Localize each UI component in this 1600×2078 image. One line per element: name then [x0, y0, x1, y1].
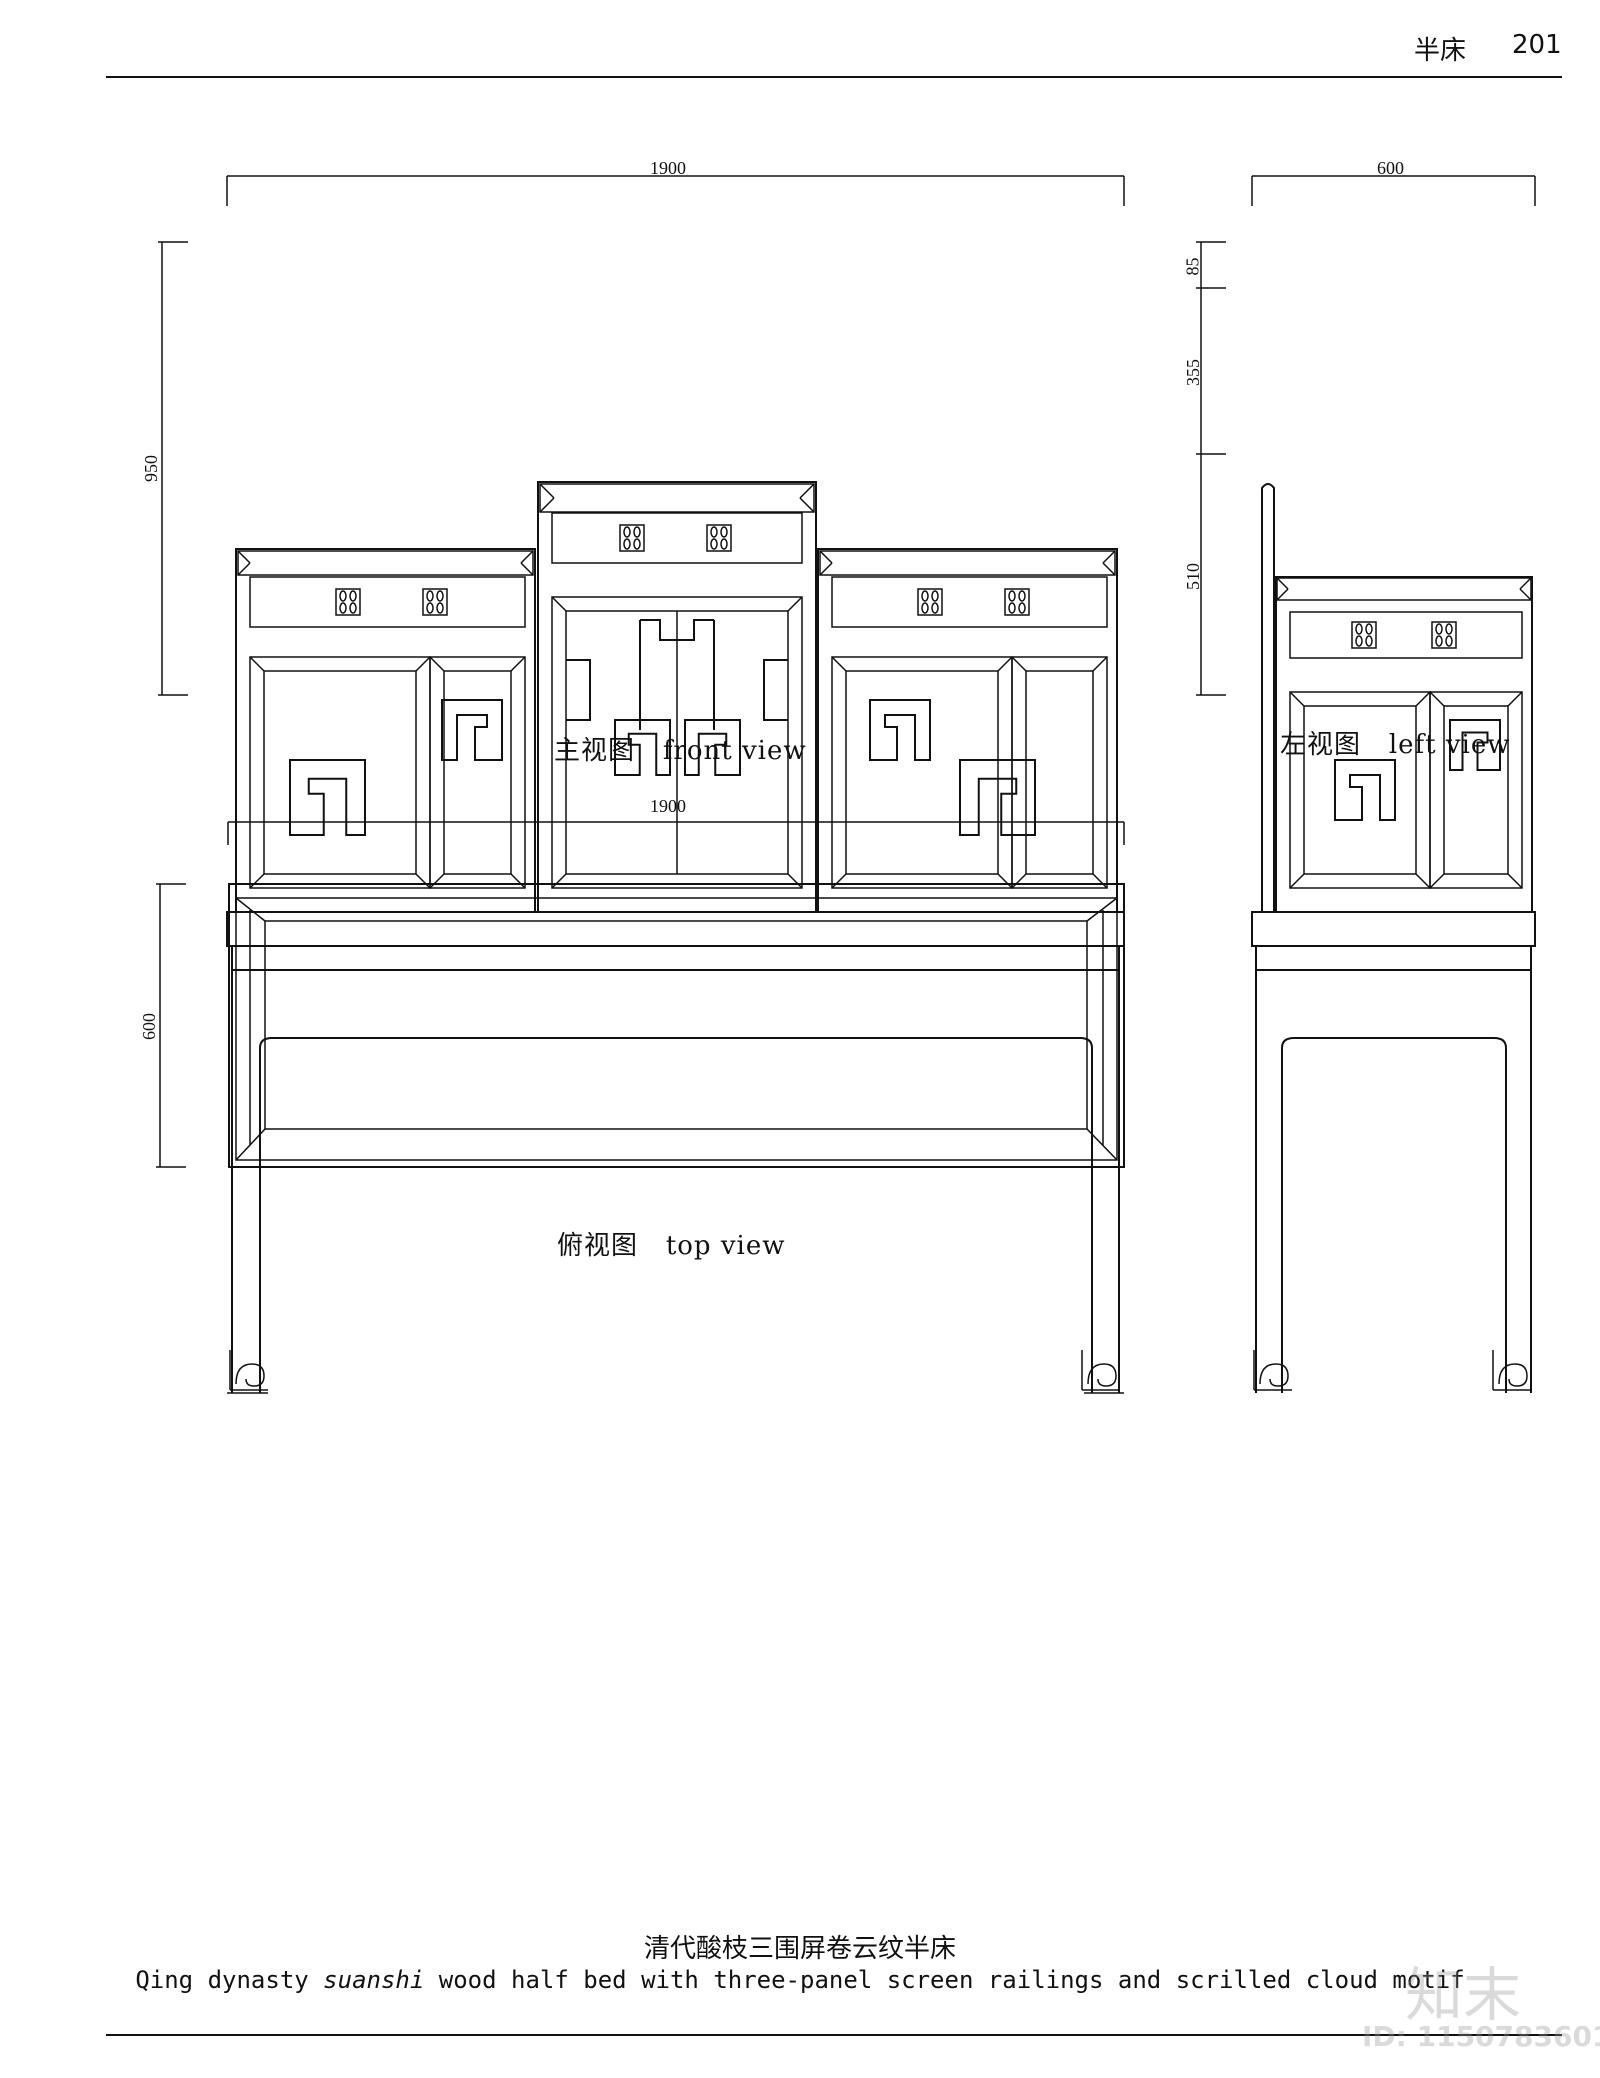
fret-panel [249, 656, 431, 889]
scroll-fret-motif [614, 719, 671, 776]
figure-title-en: Qing dynasty suanshi wood half bed with … [0, 1966, 1600, 1994]
side-screen [1261, 483, 1533, 913]
scroll-fret-motif [1449, 719, 1501, 771]
rosette-motif [1004, 588, 1030, 616]
left-view-bed [1251, 483, 1536, 1393]
left-view-caption: 左视图 left view [1280, 724, 1511, 761]
top-view-bed [228, 883, 1125, 1168]
scroll-fret-motif [441, 699, 503, 761]
screen-side-panel [235, 548, 536, 913]
caption-en: front view [662, 736, 807, 766]
rosette-motif [335, 588, 361, 616]
screen-side-panel [817, 548, 1118, 913]
rosette-motif [706, 524, 732, 552]
caption-en: top view [665, 1231, 786, 1261]
top-width-label: 1900 [650, 796, 686, 816]
left-dim-85: 85 [1182, 257, 1203, 276]
figure-title-cn: 清代酸枝三围屏卷云纹半床 [643, 1934, 956, 1964]
fret-panel [429, 656, 526, 889]
top-width-dimension [227, 821, 1125, 845]
top-depth-label: 600 [139, 1013, 159, 1040]
top-depth-dimension [156, 883, 186, 1168]
scroll-foot [1081, 1350, 1120, 1391]
rosette-motif [619, 524, 645, 552]
title-en-part: wood half bed with three-panel screen ra… [424, 1966, 1465, 1994]
front-height-dimension [158, 241, 188, 696]
side-seat-and-legs [1251, 911, 1536, 1393]
watermark-id: ID: 1150783601 [1362, 2020, 1600, 2053]
left-dim-355: 355 [1183, 359, 1203, 386]
title-en-part: Qing dynasty [135, 1966, 324, 1994]
fret-panel [1011, 656, 1108, 889]
scroll-foot [1253, 1350, 1292, 1391]
caption-en: left view [1388, 730, 1511, 760]
left-depth-label: 600 [1377, 158, 1404, 178]
fret-panel [1429, 691, 1523, 889]
scroll-fret-motif [684, 719, 741, 776]
scroll-fret-motif [869, 699, 931, 761]
scroll-fret-motif [959, 759, 1036, 836]
front-view-bed [226, 481, 1125, 1394]
front-width-dimension [226, 175, 1125, 206]
left-height-dimensions [1196, 241, 1226, 696]
scroll-foot [229, 1350, 268, 1391]
rosette-motif [917, 588, 943, 616]
front-height-label: 950 [141, 455, 161, 482]
title-en-italic: suanshi [323, 1966, 425, 1994]
caption-cn: 主视图 [554, 736, 636, 766]
front-view-caption: 主视图 front view [554, 730, 807, 767]
rosette-motif [422, 588, 448, 616]
header-page-number: 201 [1512, 30, 1562, 60]
scroll-foot [1492, 1350, 1531, 1391]
seat-and-legs [226, 911, 1125, 1394]
left-depth-dimension [1251, 175, 1536, 206]
header-section: 半床 [1414, 36, 1467, 66]
fret-panel [831, 656, 1013, 889]
screen-center-panel [537, 481, 817, 913]
caption-cn: 左视图 [1280, 730, 1362, 760]
rosette-motif [1431, 621, 1457, 649]
front-width-label: 1900 [650, 158, 686, 178]
caption-cn: 俯视图 [557, 1231, 639, 1261]
fret-panel [1289, 691, 1431, 889]
scroll-fret-motif [289, 759, 366, 836]
rosette-motif [1351, 621, 1377, 649]
top-view-caption: 俯视图 top view [557, 1225, 785, 1262]
watermark-logo: 知末 [1405, 1961, 1522, 2029]
left-dim-510: 510 [1183, 563, 1203, 590]
scroll-fret-motif [1334, 759, 1396, 821]
